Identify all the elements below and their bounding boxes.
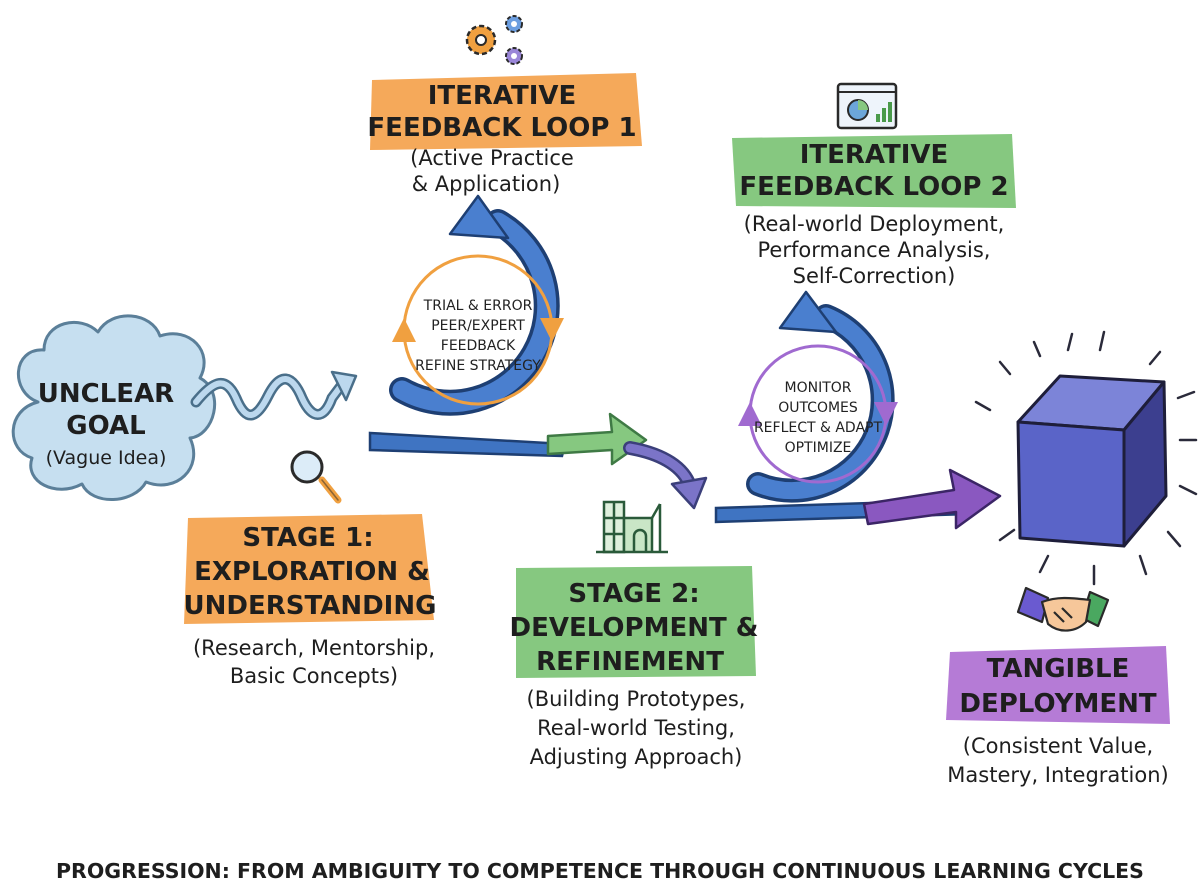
stage2-title-2: DEVELOPMENT & [510,613,759,643]
gears-icon [465,15,523,65]
loop1-title-2: FEEDBACK LOOP 1 [367,113,636,143]
stage2-title-1: STAGE 2: [568,579,699,609]
stage2-title-3: REFINEMENT [536,647,724,677]
stage2-subtitle-3: Adjusting Approach) [530,745,743,769]
final-label: TANGIBLE DEPLOYMENT (Consistent Value, M… [946,646,1170,787]
footer-caption: PROGRESSION: FROM AMBIGUITY TO COMPETENC… [56,859,1144,883]
dashboard-icon [836,82,898,130]
connector-arrow-purple [623,441,708,510]
loop2-inner-4: OPTIMIZE [785,440,852,456]
feedback-loop-2: MONITOR OUTCOMES REFLECT & ADAPT OPTIMIZ… [714,290,970,524]
loop1-inner-3: FEEDBACK [441,338,516,354]
loop2-inner-3: REFLECT & ADAPT [754,420,883,436]
loop2-title-1: ITERATIVE [800,140,949,170]
loop2-label: ITERATIVE FEEDBACK LOOP 2 (Real-world De… [732,134,1016,288]
final-arrow [862,468,1002,530]
unclear-goal-title-1: UNCLEAR [38,379,174,409]
loop1-subtitle-2: & Application) [412,172,561,196]
loop1-inner-1: TRIAL & ERROR [423,298,533,314]
wavy-arrow [190,370,358,421]
loop2-inner-1: MONITOR [785,380,852,396]
building-icon [596,500,668,554]
loop2-subtitle-3: Self-Correction) [793,264,956,288]
loop1-label: ITERATIVE FEEDBACK LOOP 1 (Active Practi… [367,73,642,196]
magnifier-icon [290,450,342,504]
final-title-2: DEPLOYMENT [959,689,1156,719]
cube-icon [974,330,1198,586]
loop2-subtitle-1: (Real-world Deployment, [744,212,1005,236]
loop2-inner-2: OUTCOMES [778,400,858,416]
stage1-subtitle-1: (Research, Mentorship, [193,636,435,660]
loop1-subtitle-1: (Active Practice [410,146,574,170]
stage2-label: STAGE 2: DEVELOPMENT & REFINEMENT (Build… [510,566,759,769]
stage1-subtitle-2: Basic Concepts) [230,664,398,688]
stage1-label: STAGE 1: EXPLORATION & UNDERSTANDING (Re… [184,514,437,688]
loop1-title-1: ITERATIVE [428,81,577,111]
stage1-title-3: UNDERSTANDING [184,591,437,621]
unclear-goal-title-2: GOAL [66,411,145,441]
stage1-title-1: STAGE 1: [242,523,373,553]
final-subtitle-1: (Consistent Value, [963,734,1153,758]
stage2-subtitle-2: Real-world Testing, [537,716,735,740]
final-title-1: TANGIBLE [987,654,1130,684]
stage1-title-2: EXPLORATION & [194,557,430,587]
loop1-inner-2: PEER/EXPERT [431,318,525,334]
unclear-goal-subtitle: (Vague Idea) [46,447,167,469]
unclear-goal-cloud: UNCLEAR GOAL (Vague Idea) [11,314,217,501]
final-subtitle-2: Mastery, Integration) [947,763,1168,787]
loop1-inner-4: REFINE STRATEGY [415,358,541,374]
stage2-subtitle-1: (Building Prototypes, [527,687,746,711]
loop2-title-2: FEEDBACK LOOP 2 [739,172,1008,202]
feedback-loop-1: TRIAL & ERROR PEER/EXPERT FEEDBACK REFIN… [368,194,567,458]
loop2-subtitle-2: Performance Analysis, [758,238,991,262]
handshake-icon [1016,586,1110,632]
